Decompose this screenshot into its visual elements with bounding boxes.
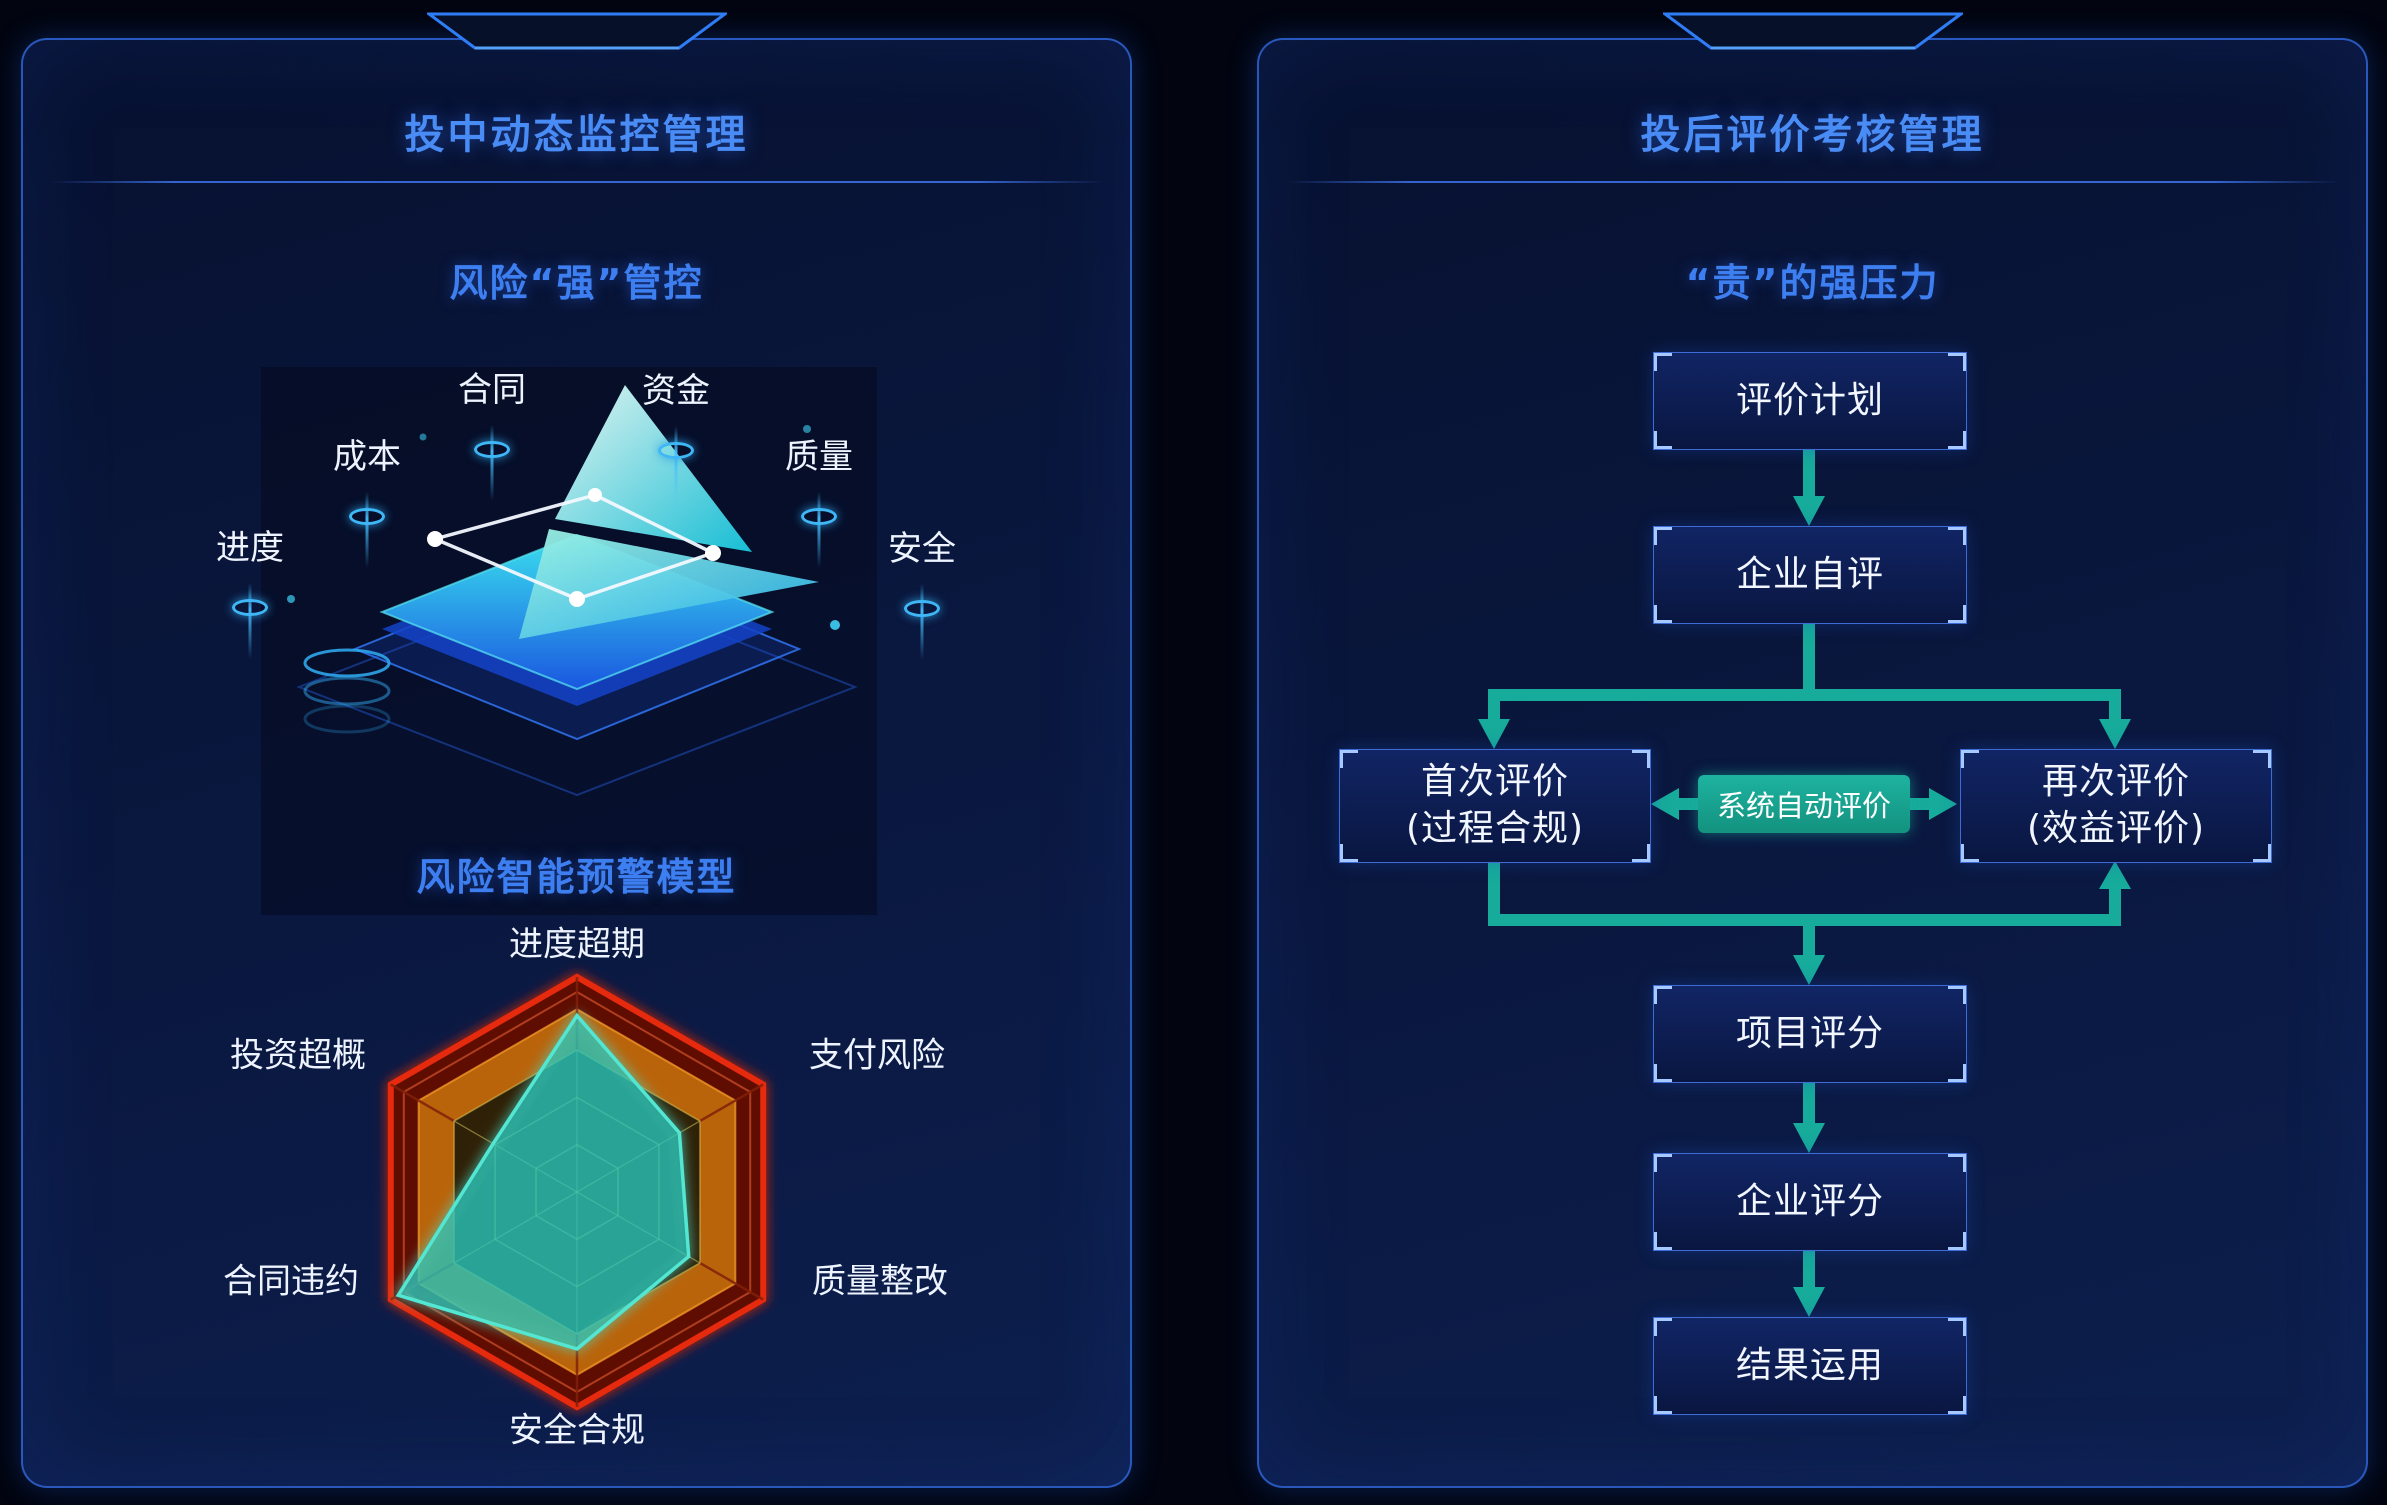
risk-label-contract: 合同 bbox=[458, 362, 526, 505]
location-pin-icon bbox=[654, 426, 698, 506]
flow-step-first-evaluation: 首次评价 (过程合规) bbox=[1339, 749, 1651, 863]
risk-radar-chart bbox=[387, 973, 767, 1411]
flow-step-label: 首次评价 bbox=[1420, 761, 1569, 803]
flow-step-label: 企业自评 bbox=[1735, 553, 1884, 595]
left-panel-title: 投中动态监控管理 bbox=[404, 112, 749, 158]
radar-axis-investment-overrun: 投资超概 bbox=[230, 1035, 366, 1076]
right-panel-subtitle: “责”的强压力 bbox=[1685, 261, 1940, 305]
panel-investment-monitoring: 投中动态监控管理 风险“强”管控 bbox=[21, 12, 1132, 1488]
risk-label-funds: 资金 bbox=[642, 363, 710, 506]
flow-badge-label: 系统自动评价 bbox=[1716, 789, 1891, 823]
risk-label-text: 资金 bbox=[642, 371, 710, 411]
flow-step-project-score: 项目评分 bbox=[1653, 985, 1967, 1083]
risk-label-text: 合同 bbox=[458, 370, 526, 410]
panel-post-investment-evaluation: 投后评价考核管理 “责”的强压力 评价计划 企业自评 首次评价 (过程合规) 系… bbox=[1257, 12, 2368, 1488]
flow-step-enterprise-self-evaluation: 企业自评 bbox=[1653, 526, 1967, 624]
title-divider bbox=[1285, 181, 2340, 183]
risk-label-progress: 进度 bbox=[216, 520, 284, 663]
left-panel-subtitle: 风险“强”管控 bbox=[449, 261, 704, 305]
flow-step-sublabel: (过程合规) bbox=[1405, 808, 1585, 849]
risk-control-3d-illustration bbox=[287, 385, 858, 797]
risk-label-text: 质量 bbox=[785, 437, 853, 477]
location-pin-icon bbox=[797, 492, 841, 572]
flow-step-sublabel: (效益评价) bbox=[2026, 808, 2206, 849]
risk-label-text: 成本 bbox=[333, 437, 401, 477]
panel-notch bbox=[1659, 12, 1966, 52]
radar-axis-payment-risk: 支付风险 bbox=[809, 1035, 945, 1076]
location-pin-icon bbox=[470, 425, 514, 505]
flow-badge-auto-evaluation: 系统自动评价 bbox=[1698, 775, 1910, 833]
location-pin-icon bbox=[900, 584, 944, 664]
right-panel-title: 投后评价考核管理 bbox=[1640, 112, 1985, 158]
location-pin-icon bbox=[228, 583, 272, 663]
location-pin-icon bbox=[345, 492, 389, 572]
radar-axis-progress-overdue: 进度超期 bbox=[509, 924, 645, 965]
flow-step-label: 结果运用 bbox=[1735, 1344, 1884, 1386]
radar-axis-safety-compliance: 安全合规 bbox=[509, 1410, 645, 1451]
risk-label-quality: 质量 bbox=[785, 429, 853, 572]
radar-axis-quality-rectification: 质量整改 bbox=[812, 1261, 948, 1302]
flow-step-label: 企业评分 bbox=[1735, 1180, 1884, 1222]
title-divider bbox=[49, 181, 1104, 183]
risk-label-text: 进度 bbox=[216, 528, 284, 568]
flow-step-label: 再次评价 bbox=[2041, 761, 2190, 803]
flow-step-label: 项目评分 bbox=[1735, 1012, 1884, 1054]
risk-label-cost: 成本 bbox=[333, 429, 401, 572]
risk-label-safety: 安全 bbox=[888, 521, 956, 664]
panel-notch-shape bbox=[423, 12, 730, 50]
flow-step-enterprise-score: 企业评分 bbox=[1653, 1153, 1967, 1251]
radar-model-title: 风险智能预警模型 bbox=[416, 855, 737, 899]
flow-step-evaluation-plan: 评价计划 bbox=[1653, 352, 1967, 450]
flow-step-re-evaluation: 再次评价 (效益评价) bbox=[1960, 749, 2272, 863]
flow-step-label: 评价计划 bbox=[1735, 379, 1884, 421]
risk-label-text: 安全 bbox=[888, 529, 956, 569]
radar-axis-contract-breach: 合同违约 bbox=[223, 1261, 359, 1302]
panel-notch-shape bbox=[1659, 12, 1966, 50]
flow-step-result-application: 结果运用 bbox=[1653, 1317, 1967, 1415]
panel-notch bbox=[423, 12, 730, 52]
